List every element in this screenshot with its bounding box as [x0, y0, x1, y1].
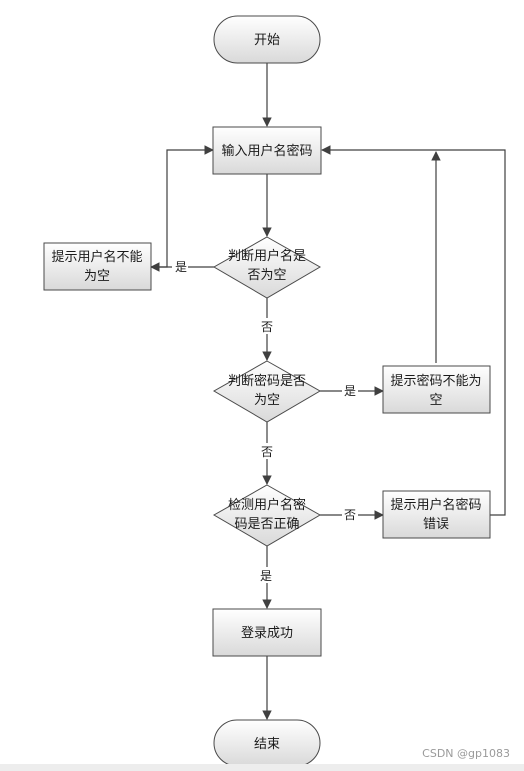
edge-labels: 是 否 是 否 否 是 [172, 258, 358, 583]
prompt-username-process-shape [43, 242, 152, 291]
check-password-decision-shape [212, 360, 322, 423]
check-password-node: 判断密码是否 为空 [212, 360, 322, 423]
prompt-username-label-line2: 为空 [84, 269, 110, 284]
prompt-username-node: 提示用户名不能 为空 [43, 242, 152, 291]
edge-label-bg [259, 443, 275, 459]
connector-prompt-username-back-to-input [151, 145, 214, 268]
prompt-username-label-line1: 提示用户名不能 [51, 249, 142, 265]
edge-label-bg [258, 567, 274, 583]
check-username-label-line2: 否为空 [247, 268, 286, 283]
prompt-password-label-line2: 空 [429, 393, 442, 408]
check-credentials-label-line2: 码是否正确 [234, 517, 299, 532]
edge-label-credentials-ok: 是 [260, 569, 272, 583]
edge-label-password-empty-no: 否 [261, 445, 273, 459]
check-username-label-line1: 判断用户名是 [228, 248, 306, 264]
connector-prompt-credentials-back-to-input [321, 145, 506, 516]
check-password-label-line2: 为空 [254, 393, 280, 408]
check-credentials-decision-shape [212, 484, 322, 547]
edge-label-username-empty-yes: 是 [175, 260, 187, 274]
start-node: 开始 [213, 15, 321, 64]
start-label: 开始 [254, 33, 280, 48]
check-credentials-node: 检测用户名密 码是否正确 [212, 484, 322, 547]
prompt-credentials-process-shape [382, 490, 491, 539]
input-label: 输入用户名密码 [221, 143, 312, 159]
check-username-node: 判断用户名是 否为空 [212, 236, 322, 299]
edge-label-bg [342, 382, 358, 398]
edge-label-bg [259, 318, 275, 334]
edge-label-password-empty-yes: 是 [344, 384, 356, 398]
prompt-credentials-label-line2: 错误 [423, 517, 449, 532]
prompt-credentials-label-line1: 提示用户名密码 [390, 497, 481, 513]
input-process-shape [212, 126, 322, 175]
start-terminator-shape [213, 15, 321, 64]
edge-label-credentials-wrong: 否 [344, 508, 356, 522]
prompt-password-process-shape [382, 365, 491, 414]
prompt-password-node: 提示密码不能为 空 [382, 365, 491, 414]
end-label: 结束 [254, 737, 280, 752]
csdn-watermark: CSDN @gp1083 [422, 747, 510, 760]
edge-label-bg [172, 258, 188, 274]
login-success-label: 登录成功 [241, 626, 293, 641]
bottom-strip [0, 764, 524, 771]
edge-label-username-empty-no: 否 [261, 320, 273, 334]
prompt-password-label-line1: 提示密码不能为 [390, 373, 481, 389]
end-node: 结束 [213, 719, 321, 767]
login-success-process-shape [212, 608, 322, 657]
prompt-credentials-node: 提示用户名密码 错误 [382, 490, 491, 539]
check-credentials-label-line1: 检测用户名密 [228, 497, 306, 513]
login-success-node: 登录成功 [212, 608, 322, 657]
edge-label-bg [342, 506, 358, 522]
input-node: 输入用户名密码 [212, 126, 322, 175]
check-password-label-line1: 判断密码是否 [228, 373, 306, 389]
check-username-decision-shape [212, 236, 322, 299]
